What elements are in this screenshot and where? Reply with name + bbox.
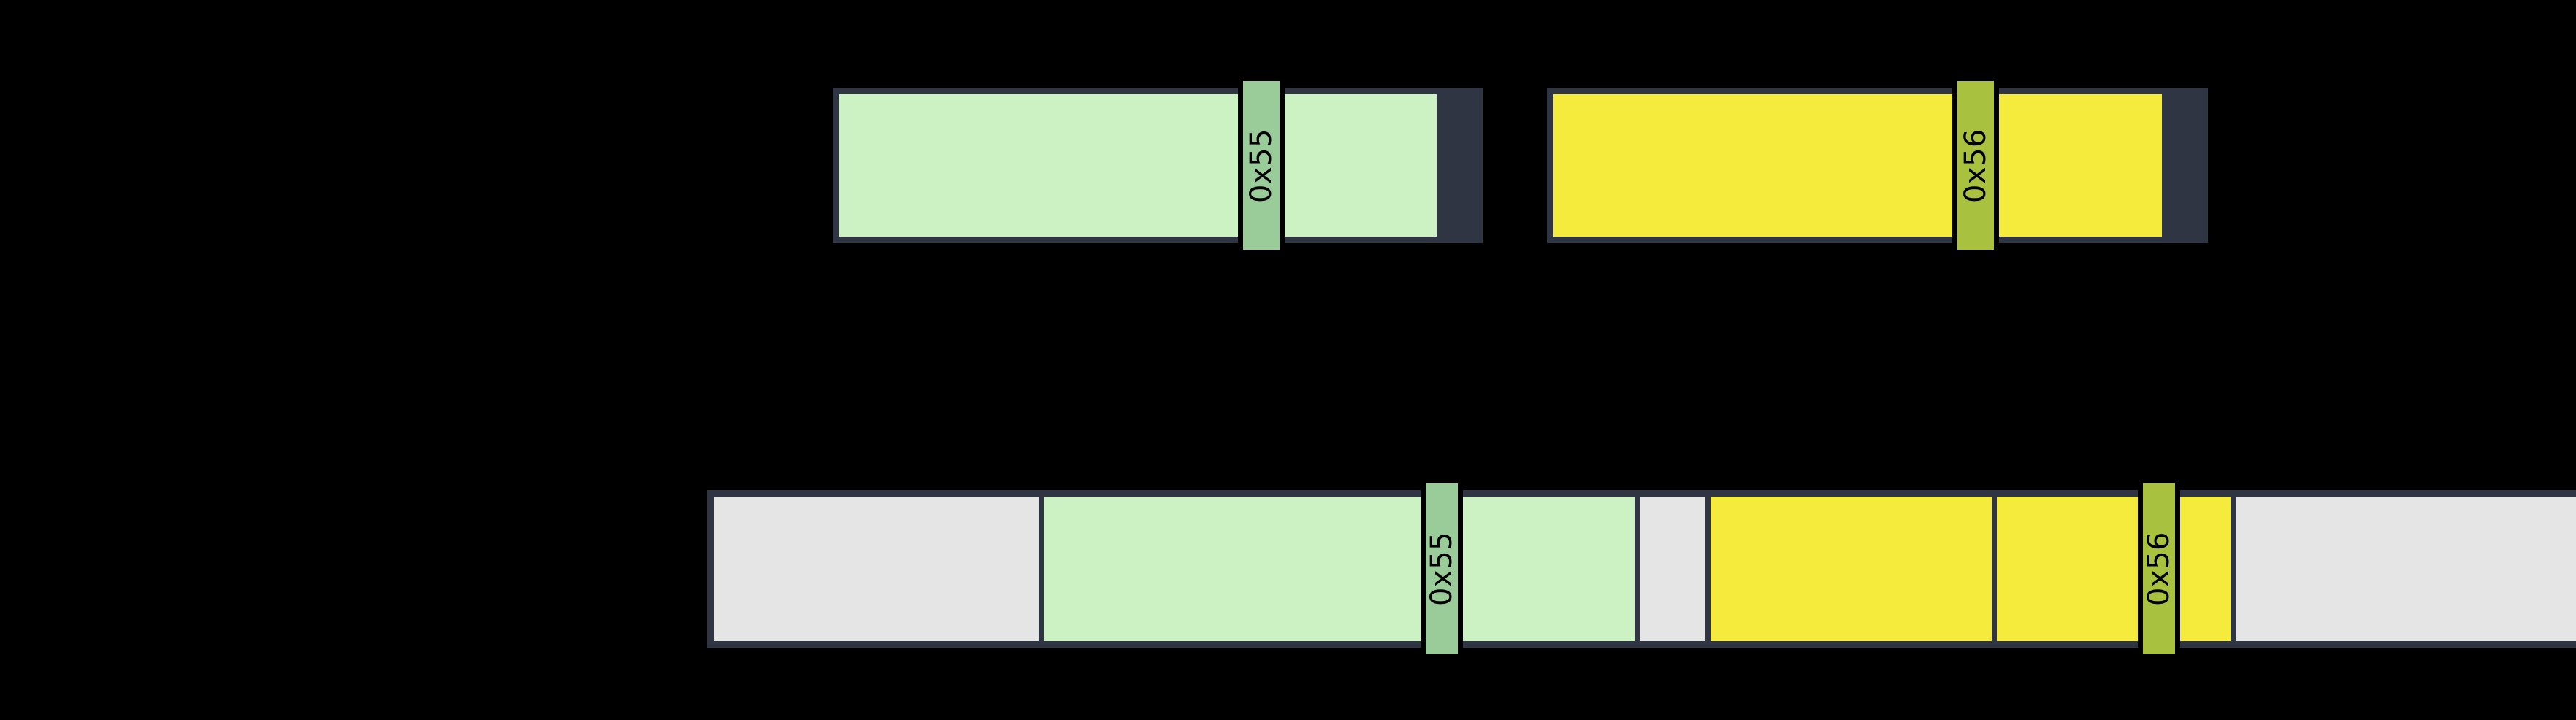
hex-marker-0x56: 0x56 (1952, 81, 1999, 250)
lower-segment-gray-right (2236, 497, 2576, 641)
upper-yellow-segment-1 (1553, 94, 1956, 237)
lower-segment-gray-left (714, 497, 1039, 641)
hex-marker-0x56: 0x56 (2138, 483, 2180, 654)
lower-segment-gray-middle (1640, 497, 1705, 641)
hex-marker-label: 0x55 (1425, 531, 1459, 607)
upper-yellow-bar: 0x56 (1547, 81, 2208, 250)
upper-green-bar: 0x55 (833, 81, 1483, 250)
lower-segment-green-2 (1436, 497, 1635, 641)
lower-segment-green-1 (1044, 497, 1431, 641)
upper-green-segment-1 (839, 94, 1242, 237)
hex-marker-label: 0x56 (2142, 531, 2176, 607)
lower-segment-yellow-2 (1997, 497, 2231, 641)
lower-combined-bar: 0x55 0x56 (707, 483, 2576, 654)
hex-marker-label: 0x55 (1245, 128, 1278, 203)
hex-marker-label: 0x56 (1959, 128, 1992, 203)
hex-marker-0x55: 0x55 (1421, 483, 1463, 654)
lower-segment-yellow-1 (1711, 497, 1992, 641)
hex-marker-0x55: 0x55 (1238, 81, 1285, 250)
